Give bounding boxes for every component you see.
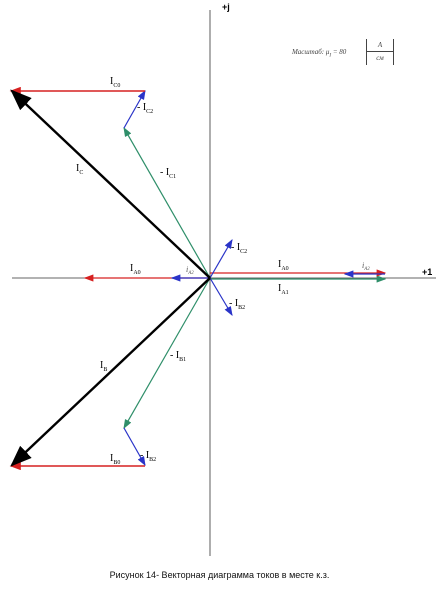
scale-numerator: A bbox=[367, 39, 393, 52]
scale-fraction: A см bbox=[366, 39, 394, 65]
label-ia0-left: IA0 bbox=[130, 263, 141, 276]
label-minus-ic1: - IC1 bbox=[160, 167, 176, 180]
vector-minus-ic2 bbox=[209, 238, 233, 279]
label-ia0: IA0 bbox=[278, 259, 289, 272]
imaginary-axis-label: +j bbox=[222, 2, 230, 12]
vector-ib bbox=[10, 277, 211, 467]
label-minus-ib2: - IB2 bbox=[140, 450, 156, 463]
label-ib0: IB0 bbox=[110, 453, 120, 466]
figure-caption: Рисунок 14- Векторная диаграмма токов в … bbox=[109, 570, 330, 580]
scale-note: Масштаб: μI = 80 A см bbox=[292, 39, 402, 69]
label-ia2-left: iA2 bbox=[186, 265, 194, 276]
label-minus-ic2-small: - IC2 bbox=[231, 242, 247, 255]
vector-minus-ic1 bbox=[123, 126, 211, 279]
label-minus-ib1: - IB1 bbox=[170, 350, 186, 363]
label-ib: IB bbox=[100, 360, 107, 373]
label-ic0: IC0 bbox=[110, 76, 120, 89]
real-axis-label: +1 bbox=[422, 267, 433, 277]
label-minus-ic2: - IC2 bbox=[137, 102, 153, 115]
vector-minus-ib2-b bbox=[123, 427, 146, 467]
vector-minus-ib1 bbox=[123, 277, 211, 430]
vector-minus-ib2 bbox=[209, 277, 233, 317]
label-ia2: iA2 bbox=[362, 261, 370, 272]
label-minus-ib2-small: - IB2 bbox=[229, 298, 245, 311]
vector-ic bbox=[10, 89, 211, 279]
label-ia1: IA1 bbox=[278, 283, 289, 296]
vector-minus-ic2-b bbox=[123, 89, 146, 129]
scale-denominator: см bbox=[376, 54, 384, 62]
scale-lhs: Масштаб: μI = 80 bbox=[292, 48, 347, 59]
label-ic: IC bbox=[76, 163, 83, 176]
